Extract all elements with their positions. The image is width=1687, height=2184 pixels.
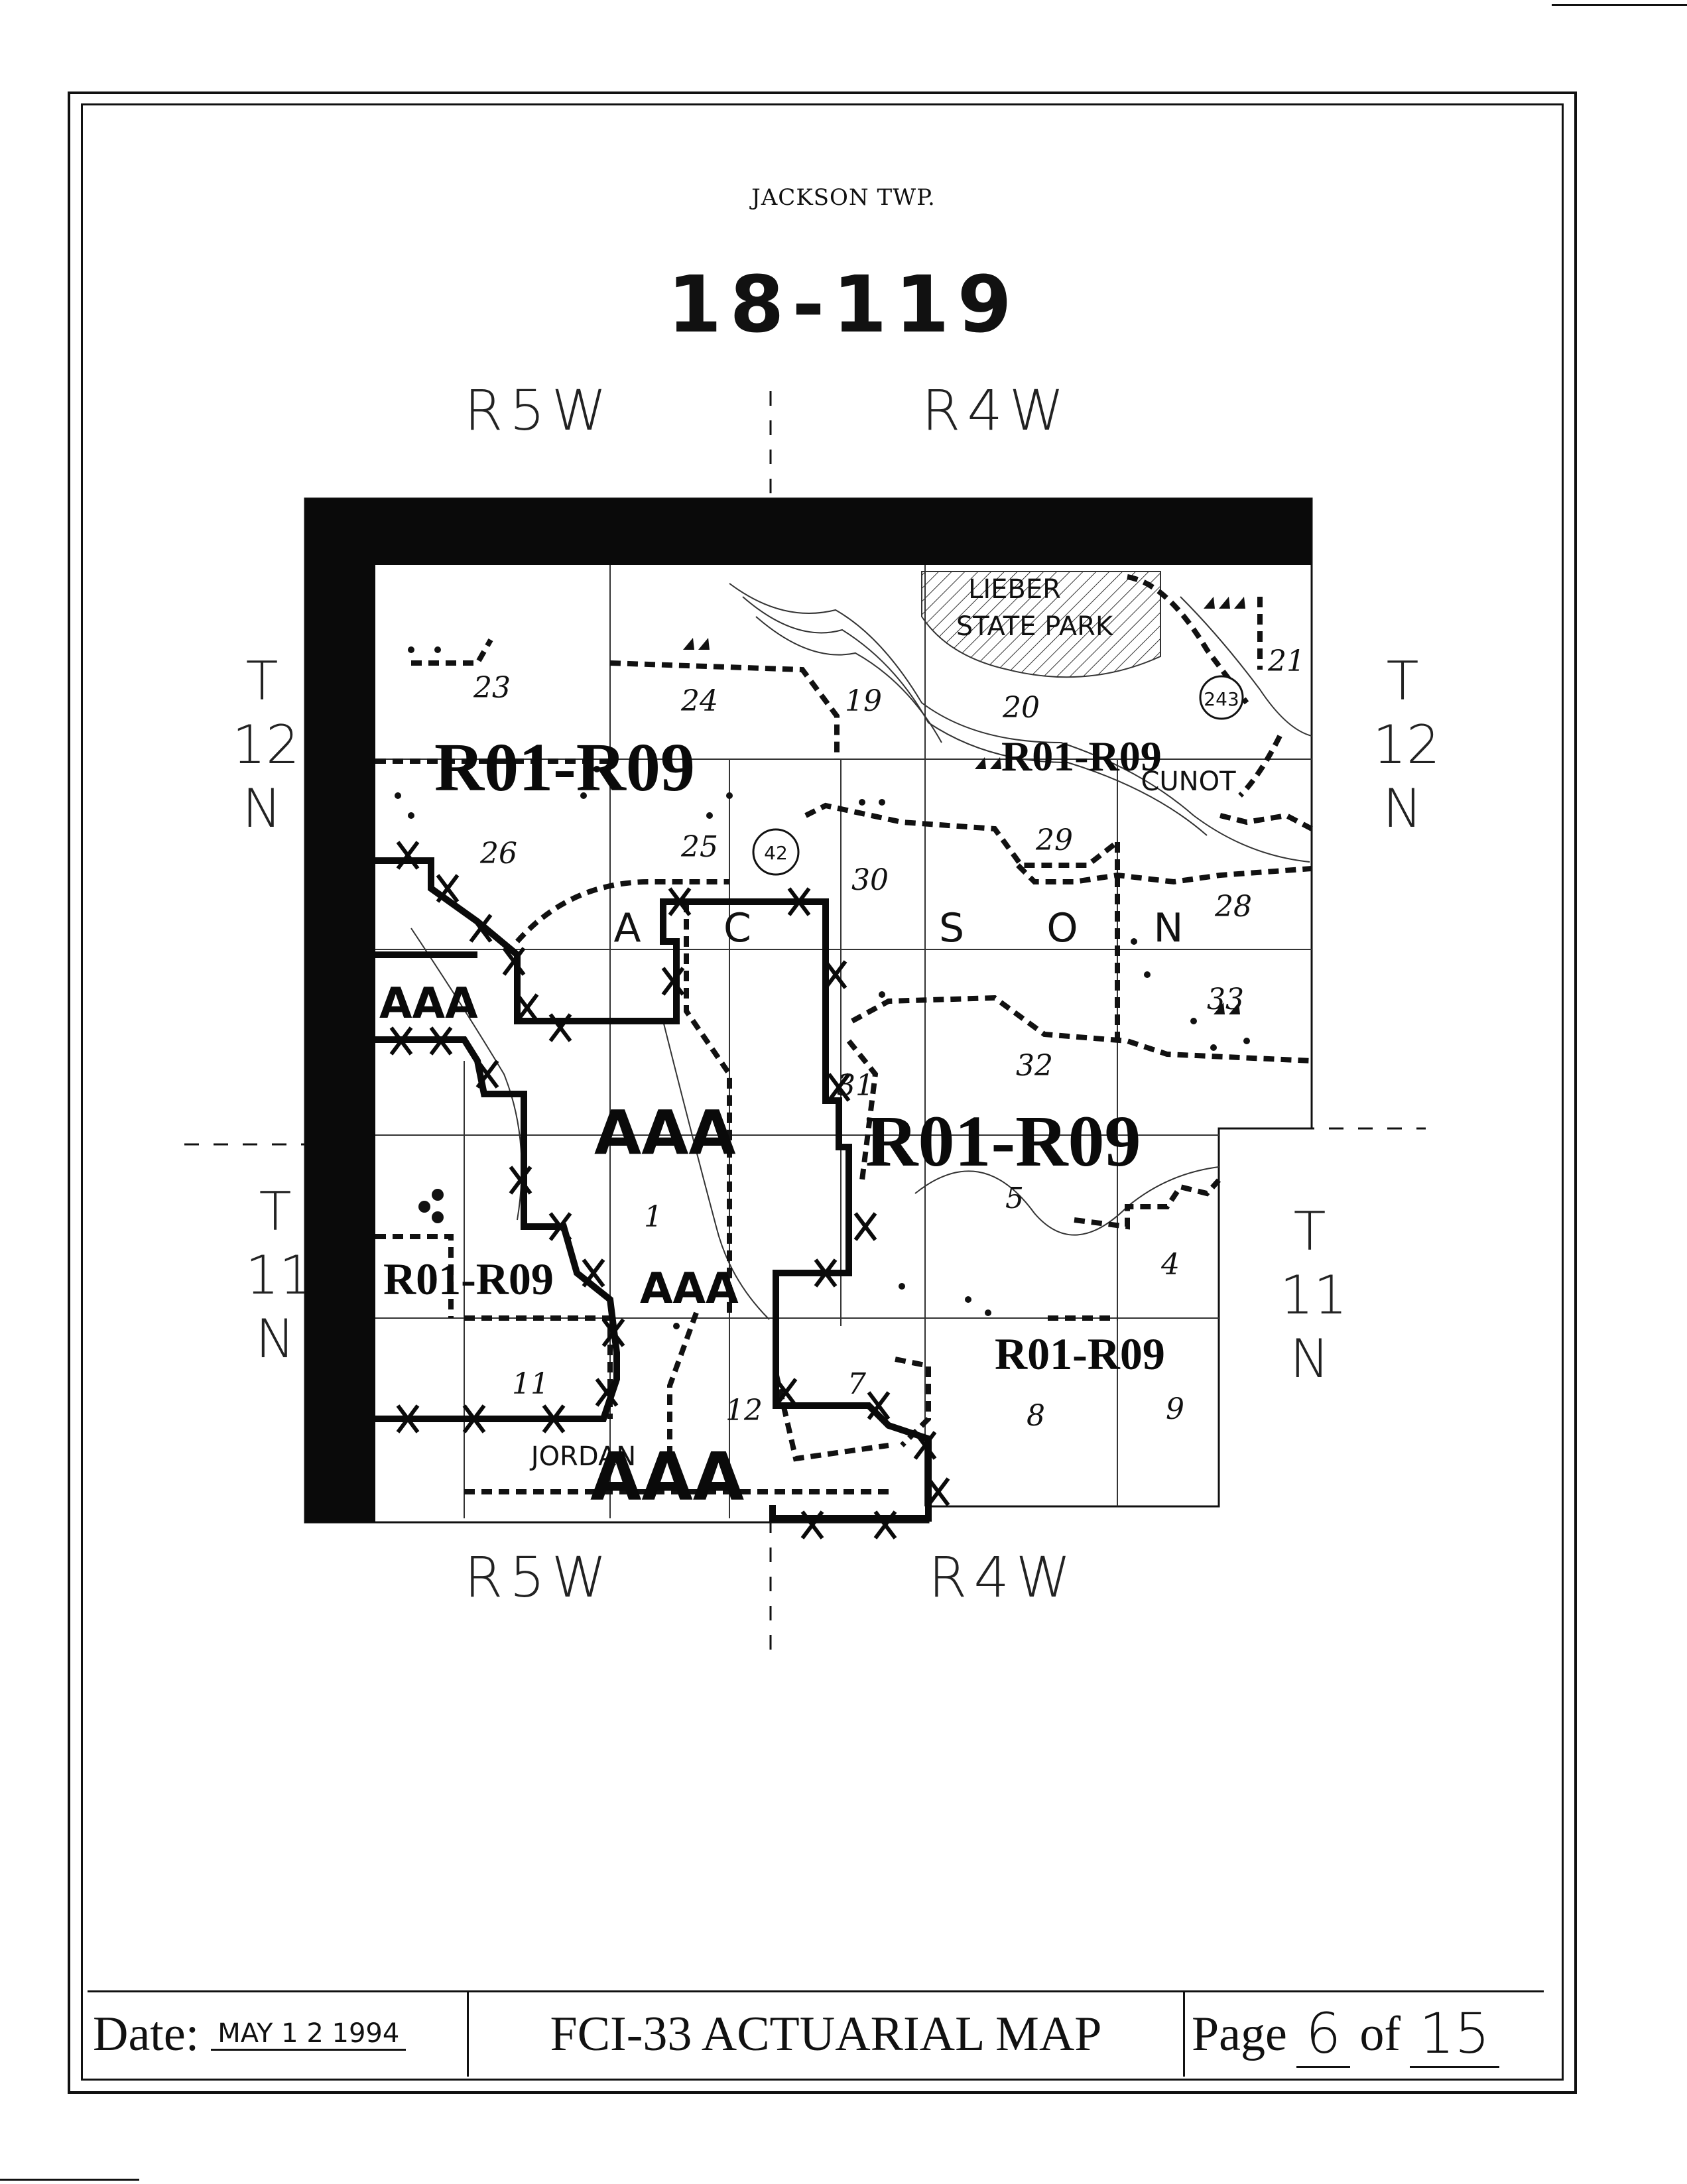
page-label: Page	[1192, 2007, 1287, 2061]
township-right-lower: T 11 N	[1280, 1201, 1347, 1390]
township-right-upper: T 12 N	[1373, 650, 1440, 839]
range-top-left: R5W	[464, 378, 613, 443]
date-value: MAY 1 2 1994	[211, 2018, 406, 2051]
township-left-upper: T 12 N	[232, 650, 300, 839]
state-park-area	[921, 571, 1161, 678]
section-number-24: 24	[680, 684, 718, 718]
section-number-26: 26	[479, 837, 517, 871]
section-number-31: 31	[837, 1069, 874, 1103]
township-letter-s: S	[939, 905, 964, 951]
map-number: 18-119	[667, 259, 1020, 350]
range-top-right: R4W	[922, 378, 1071, 443]
section-number-20: 20	[1002, 691, 1040, 725]
date-cell: Date: MAY 1 2 1994	[88, 1992, 469, 2077]
road-marker-243-label: 243	[1204, 688, 1239, 710]
section-number-25: 25	[680, 830, 718, 864]
place-label-state-park: STATE PARK	[956, 611, 1114, 642]
township-left-lower: T 11 N	[245, 1181, 313, 1370]
rate-zone-label-central: R01-R09	[865, 1101, 1141, 1182]
page-cell: Page 6 of 15	[1185, 1992, 1544, 2077]
page-frame-outer	[68, 91, 1577, 2094]
page-frame-inner	[81, 103, 1564, 2081]
flag-marks	[683, 597, 1245, 1014]
place-label-jordan: JORDAN	[529, 1441, 636, 1472]
section-number-11: 11	[512, 1367, 549, 1401]
place-label-cunot: CUNOT	[1141, 766, 1236, 797]
rate-zone-label-south-west: R01-R09	[383, 1254, 554, 1304]
page-number: 6	[1296, 2001, 1351, 2068]
section-number-30: 30	[851, 863, 889, 897]
of-label: of	[1359, 2007, 1401, 2061]
high-risk-label-jordan: AAA	[590, 1438, 744, 1516]
road-marker-42-label: 42	[764, 842, 788, 864]
road-marker-42: 42	[752, 828, 800, 876]
section-number-9: 9	[1166, 1392, 1184, 1426]
township-letter-o: O	[1046, 905, 1078, 951]
section-number-12: 12	[725, 1394, 763, 1427]
scan-line-top	[1552, 4, 1687, 6]
section-number-33: 33	[1207, 983, 1244, 1016]
township-letter-n: N	[1154, 905, 1184, 951]
map-title: FCI-33 ACTUARIAL MAP	[550, 2007, 1102, 2061]
section-number-28: 28	[1214, 890, 1252, 924]
zone-boundary-x-marks	[389, 841, 950, 1540]
township-letter-c: C	[723, 905, 751, 951]
map-base	[304, 497, 1313, 1524]
roads	[375, 574, 1313, 1494]
terrain-contours	[410, 583, 1312, 1320]
scan-line-bottom	[0, 2179, 139, 2181]
high-risk-label-west: AAA	[379, 979, 478, 1028]
section-number-8: 8	[1027, 1399, 1045, 1433]
date-label: Date:	[93, 2007, 200, 2061]
section-number-21: 21	[1267, 644, 1305, 678]
section-number-5: 5	[1005, 1182, 1024, 1215]
rate-zone-label-north-west: R01-R09	[434, 729, 695, 806]
section-number-4: 4	[1160, 1248, 1180, 1282]
range-bottom-right: R4W	[928, 1545, 1078, 1610]
section-number-1: 1	[644, 1200, 662, 1234]
high-risk-label-central: AAA	[594, 1097, 736, 1168]
place-label-lieber: LIEBER	[968, 574, 1061, 605]
rate-zone-label-north-east: R01-R09	[1001, 733, 1162, 780]
section-number-23: 23	[473, 671, 511, 705]
structure-dots	[395, 646, 1250, 1329]
section-number-32: 32	[1016, 1049, 1053, 1083]
township-name: JACKSON TWP.	[751, 184, 936, 211]
section-number-7: 7	[847, 1367, 866, 1401]
section-number-19: 19	[845, 684, 882, 718]
title-block: Date: MAY 1 2 1994 FCI-33 ACTUARIAL MAP …	[88, 1990, 1544, 2077]
map-title-cell: FCI-33 ACTUARIAL MAP	[469, 1992, 1185, 2077]
road-marker-243: 243	[1199, 675, 1244, 720]
high-risk-label-south: AAA	[640, 1264, 739, 1313]
section-number-29: 29	[1035, 823, 1073, 857]
rate-zone-label-south-east: R01-R09	[995, 1329, 1165, 1379]
page-total: 15	[1409, 2001, 1499, 2068]
township-letter-a: A	[613, 905, 641, 951]
range-bottom-left: R5W	[464, 1545, 613, 1610]
range-divider-lines	[184, 391, 1426, 1651]
